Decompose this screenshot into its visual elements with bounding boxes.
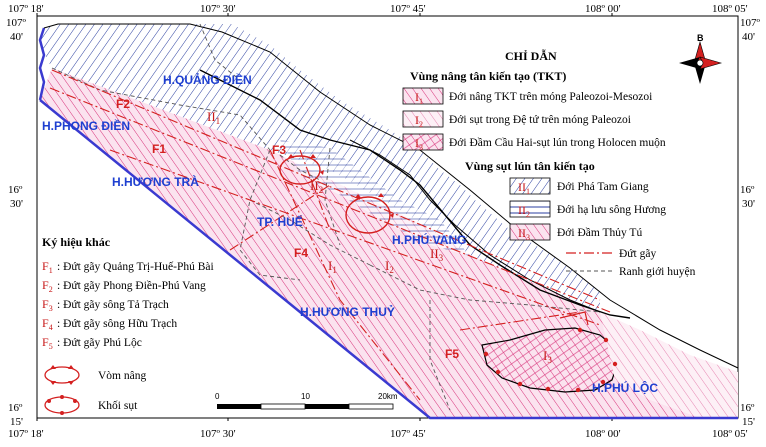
svg-text:10: 10 xyxy=(301,392,310,401)
frame-ticks xyxy=(36,13,613,421)
svg-text:16º: 16º xyxy=(8,184,23,196)
map-label-f2: F2 xyxy=(116,97,130,111)
other-symbols-heading: Ký hiệu khác xyxy=(42,235,111,249)
svg-text:107º 18': 107º 18' xyxy=(8,3,44,15)
svg-text:: Đứt gãy Phong Điền-Phú Vang: : Đứt gãy Phong Điền-Phú Vang xyxy=(57,279,206,292)
svg-text:107º: 107º xyxy=(740,17,761,29)
zone-ii1-coastal xyxy=(160,24,420,150)
zone-ii1 xyxy=(40,24,600,312)
svg-text:II1: II1 xyxy=(207,109,220,126)
svg-text:I2: I2 xyxy=(385,258,394,275)
svg-text:: Đứt gãy Phú Lộc: : Đứt gãy Phú Lộc xyxy=(57,337,142,349)
svg-text:F3: F3 xyxy=(42,297,53,313)
svg-text:108º 05': 108º 05' xyxy=(712,428,748,440)
label-phong-dien: H.PHONG ĐIỀN xyxy=(42,118,130,133)
svg-text:F5: F5 xyxy=(42,335,53,351)
border-west xyxy=(38,27,46,101)
svg-text:16º: 16º xyxy=(8,402,23,414)
svg-text:: Đứt gãy sông Hữu Trạch: : Đứt gãy sông Hữu Trạch xyxy=(57,318,177,330)
subsidence-item-3: Đới Đầm Thủy Tú xyxy=(557,226,642,239)
svg-text:108º 00': 108º 00' xyxy=(585,428,621,440)
svg-text:II2: II2 xyxy=(310,178,323,195)
scale-bar: 0 10 20km xyxy=(215,392,398,410)
svg-text:30': 30' xyxy=(742,198,755,210)
svg-text:F4: F4 xyxy=(42,316,53,332)
svg-text:I2: I2 xyxy=(415,113,423,129)
legend-title: CHỈ DẪN xyxy=(505,48,557,63)
svg-text:107º 45': 107º 45' xyxy=(390,3,426,15)
svg-text:F1: F1 xyxy=(42,259,53,275)
svg-text:107º 18': 107º 18' xyxy=(8,428,44,440)
uplift-item-3: Đới Đầm Cầu Hai-sụt lún trong Holocen mu… xyxy=(449,136,666,149)
svg-text:108º 05': 108º 05' xyxy=(712,3,748,15)
label-quang-dien: H.QUẢNG ĐIỀN xyxy=(163,72,252,87)
svg-text:30': 30' xyxy=(10,198,23,210)
dome-ticks xyxy=(288,154,618,393)
subsidence-item-1: Đới Phá Tam Giang xyxy=(557,181,649,193)
svg-text:F2: F2 xyxy=(42,278,53,294)
svg-text:15': 15' xyxy=(742,416,755,428)
block-arrow xyxy=(559,311,589,326)
svg-text:I1: I1 xyxy=(328,258,337,275)
svg-text:20km: 20km xyxy=(378,392,398,401)
map-label-f4: F4 xyxy=(294,246,308,260)
svg-text:Khối sụt: Khối sụt xyxy=(98,399,138,412)
legend-boundary: Ranh giới huyện xyxy=(619,266,696,278)
svg-text:I1: I1 xyxy=(415,90,423,106)
svg-text:40': 40' xyxy=(742,31,755,43)
uplift-item-2: Đới sụt trong Đệ tứ trên móng Paleozoi xyxy=(449,114,631,126)
svg-text:16º: 16º xyxy=(740,184,755,196)
dome-f3 xyxy=(279,155,321,185)
map-label-f3: F3 xyxy=(272,143,286,157)
subsidence-legend: II1 II2 II3 Đới Phá Tam Giang Đới hạ lưu… xyxy=(509,177,696,278)
dome-legend: Vòm nâng Khối sụt xyxy=(44,365,146,415)
uplift-item-1: Đới nâng TKT trên móng Paleozoi-Mesozoi xyxy=(449,91,652,103)
svg-text:15': 15' xyxy=(10,416,23,428)
subsidence-heading: Vùng sụt lún tân kiến tạo xyxy=(465,159,595,173)
svg-text:107º 30': 107º 30' xyxy=(200,3,236,15)
svg-text:I3: I3 xyxy=(415,136,423,152)
svg-text:II3: II3 xyxy=(430,246,444,263)
fault-legend: F1 : Đứt gãy Quảng Trị-Huế-Phú Bài F2 : … xyxy=(42,259,214,351)
svg-text:B: B xyxy=(697,33,704,43)
district-boundaries xyxy=(51,23,601,411)
svg-text:40': 40' xyxy=(10,31,23,43)
legend-fault: Đứt gãy xyxy=(619,248,656,260)
north-arrow-icon: B xyxy=(679,33,723,84)
label-huong-tra: H.HƯƠNG TRÀ xyxy=(112,174,199,189)
svg-text:107º 30': 107º 30' xyxy=(200,428,236,440)
map-label-f1: F1 xyxy=(152,142,166,156)
uplift-heading: Vùng nâng tân kiến tạo (TKT) xyxy=(410,69,566,83)
lagoon-line xyxy=(199,69,631,319)
subsidence-item-2: Đới hạ lưu sông Hương xyxy=(557,204,666,216)
svg-text:0: 0 xyxy=(215,392,220,401)
uplift-legend: I1 I2 I3 Đới nâng TKT trên móng Paleozoi… xyxy=(402,87,666,152)
zone-phu-loc xyxy=(600,312,738,418)
svg-text:108º 00': 108º 00' xyxy=(585,3,621,15)
svg-text:: Đứt gãy Quảng Trị-Huế-Phú Bà: : Đứt gãy Quảng Trị-Huế-Phú Bài xyxy=(57,260,214,273)
coord-labels: 107º 18' 107º 30' 107º 45' 108º 00' 108º… xyxy=(6,3,761,440)
svg-text:16º: 16º xyxy=(740,402,755,414)
border-southwest xyxy=(39,99,738,420)
svg-text:107º 45': 107º 45' xyxy=(390,428,426,440)
label-phu-vang: H.PHÚ VANG xyxy=(392,232,466,247)
svg-text:107º: 107º xyxy=(6,17,27,29)
lagoon-line-2 xyxy=(349,139,601,313)
map-label-f5: F5 xyxy=(445,347,459,361)
label-hue: TP. HUẾ xyxy=(257,214,303,229)
label-phu-loc: H.PHÚ LỘC xyxy=(592,380,658,395)
label-huong-thuy: H.HƯƠNG THUỶ xyxy=(300,304,395,319)
svg-text:I3: I3 xyxy=(543,348,552,365)
svg-text:Vòm nâng: Vòm nâng xyxy=(98,370,146,382)
zone-labels: II1 II2 II3 I1 I2 I3 xyxy=(207,109,552,365)
fault-lines xyxy=(49,69,611,401)
svg-text:: Đứt gãy sông Tả Trạch: : Đứt gãy sông Tả Trạch xyxy=(57,299,169,311)
